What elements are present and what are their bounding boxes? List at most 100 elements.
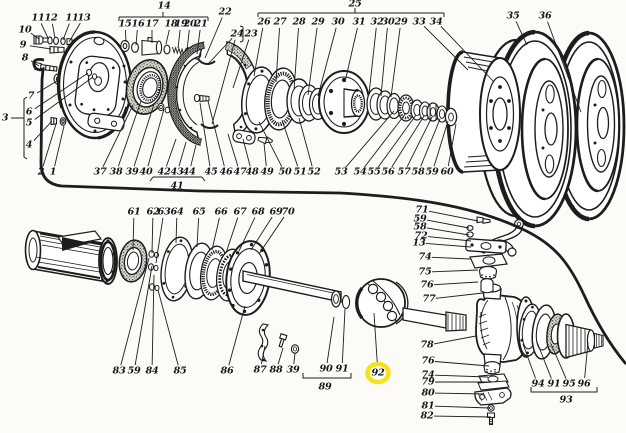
part-label-21: 21 bbox=[194, 19, 208, 30]
part-label-25: 25 bbox=[348, 0, 362, 10]
part-label-36: 36 bbox=[539, 11, 552, 22]
leader-line-54 bbox=[363, 112, 407, 168]
leader-line-6 bbox=[34, 72, 89, 110]
leader-line-44 bbox=[190, 144, 197, 167]
leader-line-87 bbox=[260, 345, 266, 365]
part-label-27: 27 bbox=[273, 17, 287, 28]
leader-line-63 bbox=[155, 217, 164, 264]
lower-kingpin-stack bbox=[474, 361, 512, 426]
brake-shoe-rear-lining bbox=[224, 41, 253, 70]
part-label-79: 79 bbox=[422, 377, 435, 388]
part-label-53: 53 bbox=[335, 167, 348, 178]
cup-16 bbox=[131, 42, 139, 53]
part-label-80: 80 bbox=[422, 388, 435, 399]
part-label-51: 51 bbox=[294, 167, 307, 178]
leader-line-37 bbox=[102, 104, 134, 167]
return-spring-upper bbox=[197, 58, 216, 66]
part-label-90: 90 bbox=[320, 364, 333, 375]
leader-line-56 bbox=[391, 115, 425, 168]
part-label-49: 49 bbox=[261, 167, 274, 178]
part-label-55: 55 bbox=[368, 167, 381, 178]
leader-line-30 bbox=[380, 27, 388, 97]
brake-backing-plate bbox=[56, 30, 133, 140]
part-label-12: 12 bbox=[45, 13, 58, 24]
part-label-91: 91 bbox=[336, 364, 349, 375]
leader-line-59 bbox=[433, 120, 449, 167]
part-label-47: 47 bbox=[234, 167, 247, 178]
part-label-84: 84 bbox=[146, 366, 159, 377]
cv-joint-92 bbox=[355, 278, 409, 328]
part-label-96: 96 bbox=[578, 379, 591, 390]
part-label-70: 70 bbox=[282, 207, 295, 218]
brake-pipe bbox=[32, 57, 626, 365]
leader-line-62 bbox=[151, 217, 154, 254]
leader-line-74 bbox=[434, 374, 489, 378]
part-label-46: 46 bbox=[220, 167, 233, 178]
brake-shoes bbox=[167, 40, 273, 146]
part-label-58: 58 bbox=[412, 167, 425, 178]
group-23-24-bracket bbox=[239, 25, 244, 43]
bolt-88 bbox=[278, 333, 288, 348]
leader-line-76 bbox=[433, 281, 479, 286]
part-label-56: 56 bbox=[382, 167, 395, 178]
part-3-bracket bbox=[11, 96, 28, 160]
part-label-74: 74 bbox=[422, 370, 435, 381]
leader-line-20 bbox=[186, 29, 190, 52]
part-label-60: 60 bbox=[441, 167, 454, 178]
part-label-40: 40 bbox=[140, 167, 153, 178]
bolt-10 bbox=[33, 35, 49, 45]
leader-line-67 bbox=[225, 217, 239, 254]
part-label-34: 34 bbox=[430, 17, 443, 28]
part-label-62: 62 bbox=[147, 207, 160, 218]
part-label-68: 68 bbox=[252, 207, 265, 218]
leader-line-29 bbox=[307, 27, 318, 96]
leader-line-90 bbox=[326, 316, 335, 364]
leader-line-71 bbox=[428, 210, 479, 222]
leader-line-34 bbox=[440, 26, 495, 83]
leader-line-82 bbox=[433, 415, 492, 418]
brake-drum bbox=[446, 50, 521, 174]
axle-shaft-cv bbox=[242, 270, 467, 332]
part-label-17: 17 bbox=[146, 19, 159, 30]
part-label-26: 26 bbox=[257, 17, 271, 28]
leader-line-66 bbox=[211, 217, 220, 251]
part-label-2: 2 bbox=[37, 167, 45, 178]
bearing-nut-row bbox=[366, 87, 458, 127]
cylinder-stud-a bbox=[85, 69, 93, 76]
leader-line-70 bbox=[258, 216, 285, 255]
part-label-28: 28 bbox=[292, 17, 306, 28]
part-label-58: 58 bbox=[414, 222, 427, 233]
kingpin-76u bbox=[480, 278, 494, 294]
leader-line-58 bbox=[420, 118, 441, 167]
part-label-7: 7 bbox=[28, 91, 35, 102]
leader-line-10 bbox=[30, 32, 40, 40]
part-label-5: 5 bbox=[26, 118, 33, 129]
part-label-77: 77 bbox=[423, 294, 436, 305]
part-label-1: 1 bbox=[50, 167, 56, 178]
leader-line-45 bbox=[199, 102, 211, 167]
leader-line-1 bbox=[54, 125, 65, 167]
part-label-57: 57 bbox=[398, 167, 411, 178]
part-label-87: 87 bbox=[254, 365, 267, 376]
part-label-81: 81 bbox=[422, 401, 435, 412]
part-label-29: 29 bbox=[311, 17, 325, 28]
part-label-63: 63 bbox=[158, 207, 171, 218]
leader-line-42 bbox=[165, 138, 177, 167]
part-label-78: 78 bbox=[421, 340, 434, 351]
leader-line-78 bbox=[433, 335, 477, 345]
leader-line-80 bbox=[434, 392, 485, 395]
view-arrow bbox=[62, 237, 90, 251]
leader-line-74 bbox=[431, 256, 471, 260]
leader-line-47 bbox=[227, 133, 239, 167]
leader-line-81 bbox=[434, 405, 491, 409]
leader-line-28 bbox=[293, 27, 299, 91]
cap-plate-13 bbox=[465, 238, 507, 254]
leader-line-96 bbox=[584, 341, 589, 379]
leader-line-60 bbox=[447, 123, 457, 167]
leader-line-46 bbox=[207, 100, 225, 167]
part-label-18: 18 bbox=[165, 19, 178, 30]
bearing-retainer-61 bbox=[118, 239, 148, 283]
leader-line-51 bbox=[281, 119, 299, 167]
